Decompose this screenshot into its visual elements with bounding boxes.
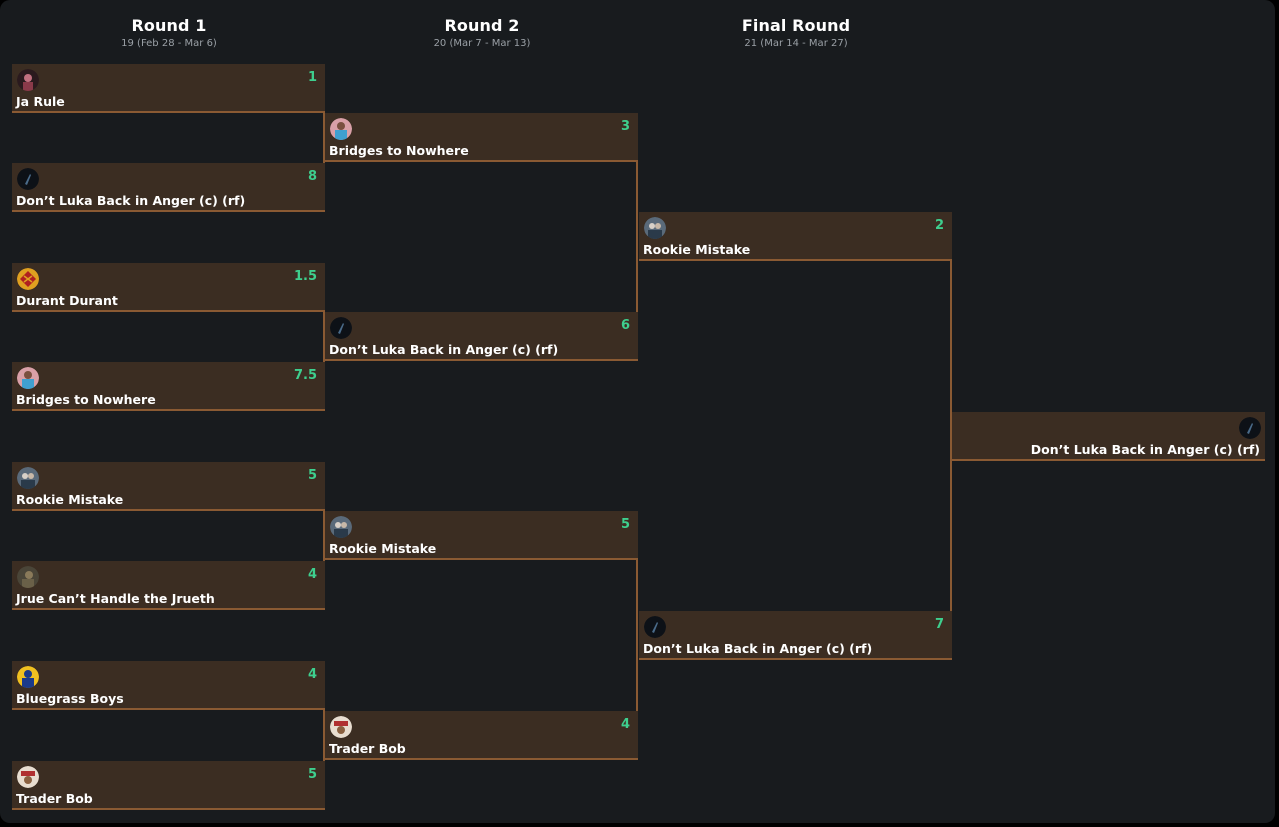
round-1-header: Round 1 19 (Feb 28 - Mar 6) [12, 0, 326, 49]
match-card[interactable]: Don’t Luka Back in Anger (c) (rf) 6 [325, 312, 638, 361]
final-round-header: Final Round 21 (Mar 14 - Mar 27) [639, 0, 953, 49]
rookie-mistake-avatar [644, 217, 666, 239]
luka-avatar [1239, 417, 1261, 439]
luka-avatar [17, 168, 39, 190]
score: 4 [620, 717, 630, 732]
match-card[interactable]: Bridges to Nowhere 3 [325, 113, 638, 162]
bluegrass-avatar [17, 666, 39, 688]
round-title: Final Round [741, 16, 851, 35]
score: 7.5 [293, 368, 317, 383]
team-name: Ja Rule [16, 94, 65, 109]
score: 4 [307, 567, 317, 582]
bridges-avatar [17, 367, 39, 389]
score: 3 [620, 119, 630, 134]
match-card[interactable]: Bridges to Nowhere 7.5 [12, 362, 325, 411]
team-name: Don’t Luka Back in Anger (c) (rf) [1030, 442, 1260, 457]
trader-bob-avatar [17, 766, 39, 788]
team-name: Bridges to Nowhere [329, 143, 469, 158]
score: 5 [307, 468, 317, 483]
score: 2 [934, 218, 944, 233]
round-dates: 19 (Feb 28 - Mar 6) [121, 38, 217, 49]
score: 5 [620, 517, 630, 532]
durant-durant-avatar [17, 268, 39, 290]
bridges-avatar [330, 118, 352, 140]
match-card[interactable]: Rookie Mistake 5 [325, 511, 638, 560]
round-title: Round 1 [131, 16, 207, 35]
team-name: Rookie Mistake [16, 492, 124, 507]
match-card[interactable]: Trader Bob 5 [12, 761, 325, 810]
round-2-header: Round 2 20 (Mar 7 - Mar 13) [325, 0, 639, 49]
team-name: Jrue Can’t Handle the Jrueth [16, 591, 215, 606]
match-card[interactable]: Durant Durant 1.5 [12, 263, 325, 312]
score: 5 [307, 767, 317, 782]
score: 1.5 [293, 269, 317, 284]
rookie-mistake-avatar [17, 467, 39, 489]
round-dates: 21 (Mar 14 - Mar 27) [744, 38, 848, 49]
match-card[interactable]: Ja Rule 1 [12, 64, 325, 113]
trader-bob-avatar [330, 716, 352, 738]
ja-rule-avatar [17, 69, 39, 91]
match-card[interactable]: Rookie Mistake 2 [639, 212, 952, 261]
champion-card[interactable]: Don’t Luka Back in Anger (c) (rf) [952, 412, 1265, 461]
round-title: Round 2 [444, 16, 520, 35]
team-name: Trader Bob [16, 791, 93, 806]
luka-avatar [330, 317, 352, 339]
team-name: Bridges to Nowhere [16, 392, 156, 407]
match-card[interactable]: Bluegrass Boys 4 [12, 661, 325, 710]
score: 6 [620, 318, 630, 333]
score: 4 [307, 667, 317, 682]
team-name: Don’t Luka Back in Anger (c) (rf) [643, 641, 873, 656]
team-name: Rookie Mistake [643, 242, 751, 257]
team-name: Durant Durant [16, 293, 118, 308]
luka-avatar [644, 616, 666, 638]
team-name: Don’t Luka Back in Anger (c) (rf) [329, 342, 559, 357]
round-dates: 20 (Mar 7 - Mar 13) [433, 38, 531, 49]
match-card[interactable]: Jrue Can’t Handle the Jrueth 4 [12, 561, 325, 610]
match-card[interactable]: Don’t Luka Back in Anger (c) (rf) 7 [639, 611, 952, 660]
match-card[interactable]: Don’t Luka Back in Anger (c) (rf) 8 [12, 163, 325, 212]
team-name: Rookie Mistake [329, 541, 437, 556]
score: 1 [307, 70, 317, 85]
team-name: Trader Bob [329, 741, 406, 756]
match-card[interactable]: Trader Bob 4 [325, 711, 638, 760]
rookie-mistake-avatar [330, 516, 352, 538]
score: 8 [307, 169, 317, 184]
jrue-avatar [17, 566, 39, 588]
team-name: Don’t Luka Back in Anger (c) (rf) [16, 193, 246, 208]
score: 7 [934, 617, 944, 632]
team-name: Bluegrass Boys [16, 691, 124, 706]
match-card[interactable]: Rookie Mistake 5 [12, 462, 325, 511]
